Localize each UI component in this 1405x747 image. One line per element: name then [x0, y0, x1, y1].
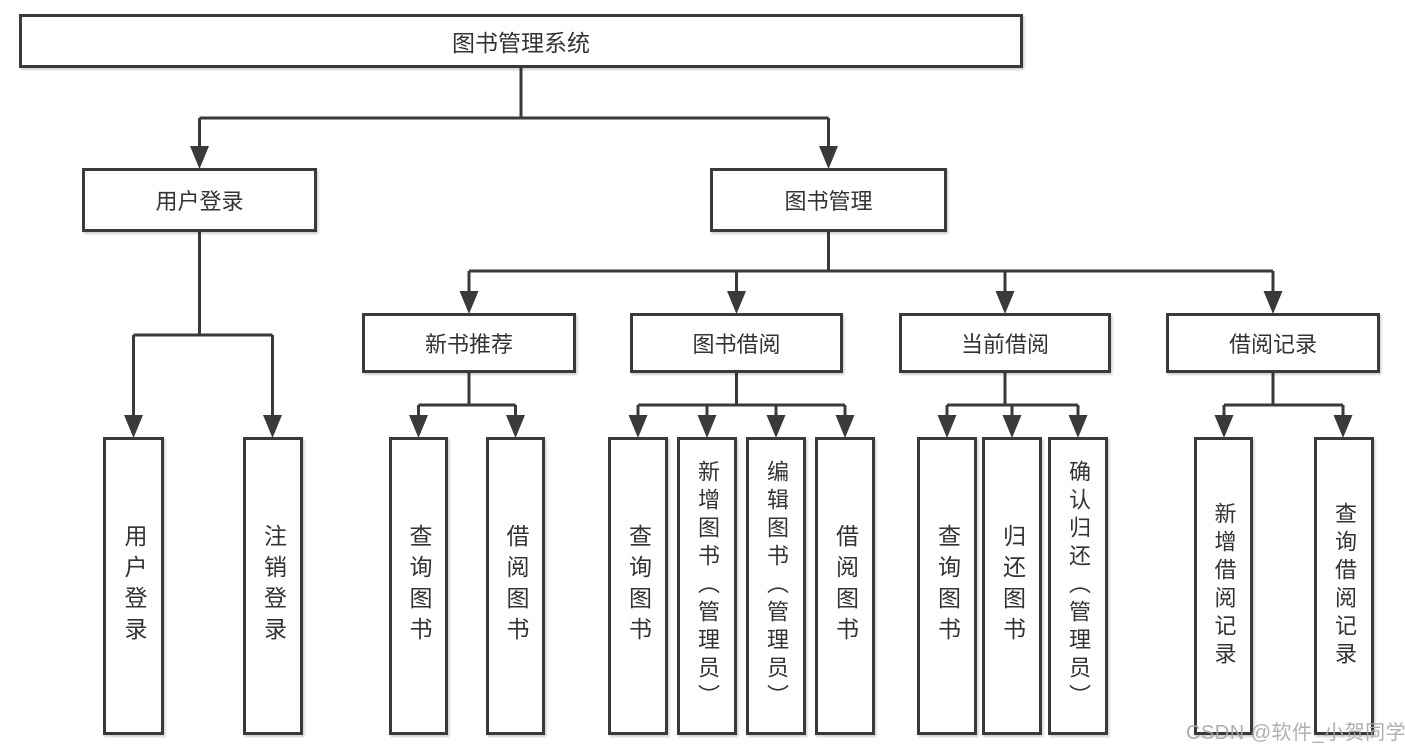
leaf-label: 用户登录: [121, 524, 147, 648]
leaf-label: 查询图书: [406, 524, 432, 648]
leaf-borrow-books-2: 借阅图书: [815, 437, 875, 735]
leaf-label: 注销登录: [260, 524, 287, 648]
node-user-login: 用户登录: [82, 168, 317, 232]
node-root: 图书管理系统: [19, 14, 1023, 68]
node-book-management: 图书管理: [710, 168, 947, 232]
watermark: CSDN @软件_小贺同学: [1186, 722, 1405, 744]
node-book-borrow: 图书借阅: [630, 313, 843, 373]
leaf-borrow-books-1: 借阅图书: [486, 437, 545, 735]
leaf-edit-book-admin: 编辑图书（管理员）: [746, 437, 806, 735]
leaf-label: 查询图书: [934, 524, 961, 648]
leaf-user-login: 用户登录: [103, 437, 164, 735]
leaf-add-borrow-record: 新增借阅记录: [1194, 437, 1253, 735]
leaf-add-book-admin: 新增图书（管理员）: [677, 437, 737, 735]
leaf-confirm-return-admin: 确认归还（管理员）: [1048, 437, 1108, 735]
leaf-label: 归还图书: [999, 524, 1026, 648]
node-new-book-recommend: 新书推荐: [362, 313, 576, 373]
leaf-query-books-3: 查询图书: [917, 437, 977, 735]
node-borrow-records: 借阅记录: [1166, 313, 1380, 373]
leaf-label: 查询借阅记录: [1332, 502, 1357, 670]
leaf-return-book: 归还图书: [982, 437, 1042, 735]
leaf-label: 确认归还（管理员）: [1066, 460, 1091, 712]
leaf-label: 查询图书: [625, 524, 652, 648]
leaf-logout: 注销登录: [243, 437, 303, 735]
leaf-query-books-1: 查询图书: [389, 437, 448, 735]
leaf-label: 借阅图书: [832, 524, 859, 648]
leaf-label: 编辑图书（管理员）: [764, 460, 789, 712]
leaf-label: 借阅图书: [503, 524, 529, 648]
leaf-label: 新增图书（管理员）: [695, 460, 720, 712]
leaf-query-books-2: 查询图书: [608, 437, 668, 735]
node-current-borrow: 当前借阅: [899, 313, 1111, 373]
leaf-label: 新增借阅记录: [1211, 502, 1237, 670]
leaf-query-borrow-record: 查询借阅记录: [1314, 437, 1374, 735]
